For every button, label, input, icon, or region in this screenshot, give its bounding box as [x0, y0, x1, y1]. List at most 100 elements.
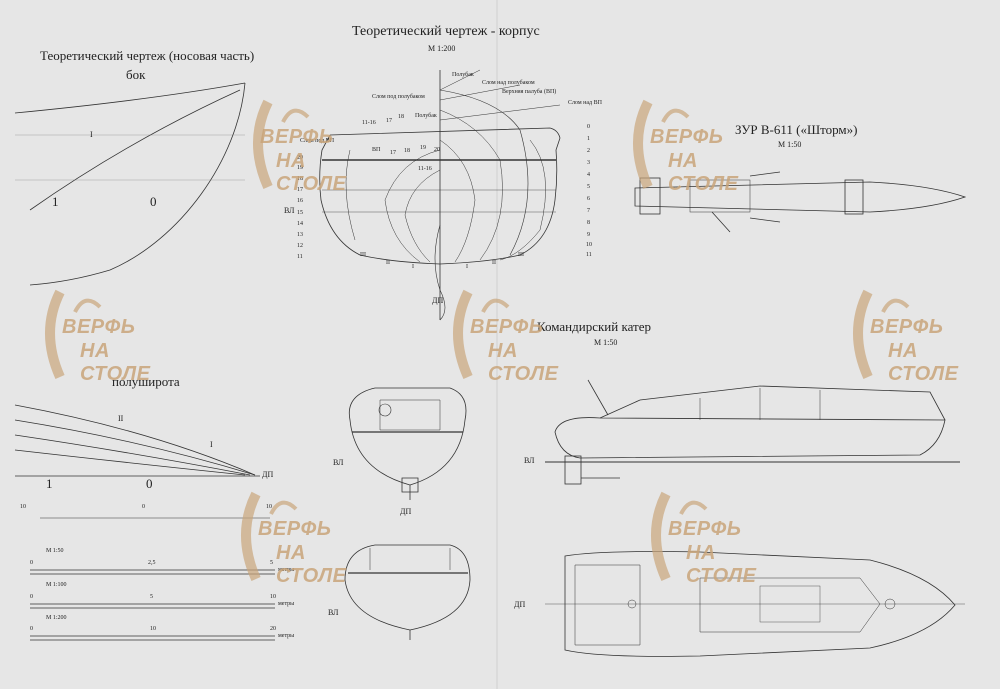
- bow-plan-title: Теоретический чертеж (носовая часть): [40, 48, 255, 63]
- section-vl-lower: ВЛ: [328, 608, 339, 617]
- bow-line-zero: 0: [150, 194, 157, 209]
- station-number: 8: [587, 220, 590, 226]
- scale-tick: 5: [270, 560, 273, 566]
- station-number: 5: [587, 184, 590, 190]
- station-number: 6: [587, 196, 590, 202]
- boat-section-upper: [348, 387, 467, 500]
- scale-label: М 1:100: [46, 582, 67, 588]
- label-polubak-inner: Полубак: [415, 113, 437, 119]
- label-slom-nad-vp: Слом над ВП: [568, 100, 602, 106]
- label-slom-pod-polubakom: Слом под полубаком: [372, 94, 425, 100]
- scale-label: М 1:50: [46, 548, 64, 554]
- body-plan-title: Теоретический чертеж - корпус: [352, 24, 540, 39]
- boat-side-view: [545, 379, 960, 485]
- half-breadth-label: полуширота: [112, 374, 180, 389]
- watermark-logo-icon: [253, 99, 310, 190]
- boat-section-lower: [344, 544, 471, 640]
- station-number: 11: [586, 252, 592, 258]
- scale-top-tick: 0: [142, 504, 145, 510]
- watermark-logo-icon: [853, 289, 910, 380]
- station-number: 12: [297, 243, 303, 249]
- station-number: 3: [587, 160, 590, 166]
- watermark: ВЕРФЬ НА СТОЛЕ: [236, 484, 346, 589]
- watermark-line2: НА СТОЛЕ: [80, 340, 151, 385]
- scale-unit: метры: [278, 567, 295, 573]
- scale-top-tick: 10: [266, 504, 272, 510]
- watermark-line1: ВЕРФЬ: [260, 126, 334, 148]
- watermark: ВЕРФЬ НА СТОЛЕ: [248, 92, 346, 197]
- label-dp-body: ДП: [432, 296, 444, 305]
- hb-zero: 0: [146, 476, 153, 491]
- station-number: 11-16: [418, 166, 432, 172]
- station-number: 17: [386, 118, 392, 124]
- scale-label: М 1:200: [46, 615, 67, 621]
- watermark-line1: ВЕРФЬ: [668, 518, 742, 540]
- watermark-line1: ВЕРФЬ: [870, 316, 944, 338]
- station-number: 7: [587, 208, 590, 214]
- boat-top-view: [545, 551, 965, 657]
- scale-tick: 2,5: [148, 560, 156, 566]
- buttock-label: II: [386, 260, 390, 266]
- scale-tick: 0: [30, 594, 33, 600]
- scale-tick: 10: [150, 626, 156, 632]
- hb-line-i: I: [210, 440, 213, 449]
- station-number: 18: [297, 176, 303, 182]
- boat-title: Командирский катер: [537, 319, 651, 334]
- watermark-line1: ВЕРФЬ: [258, 518, 332, 540]
- hb-dp: ДП: [262, 470, 274, 479]
- boat-vl: ВЛ: [524, 456, 535, 465]
- section-dp-upper: ДП: [400, 507, 412, 516]
- missile-scale: М 1:50: [778, 140, 802, 149]
- body-plan-scale: М 1:200: [428, 44, 456, 53]
- station-number: 9: [587, 232, 590, 238]
- station-number: 20: [434, 147, 440, 153]
- station-number: 11-16: [362, 120, 376, 126]
- station-number: 4: [587, 172, 590, 178]
- station-number: 17: [297, 187, 303, 193]
- label-slom-nad-polubakom: Слом над полубаком: [482, 80, 535, 86]
- scale-top-tick: 10: [20, 504, 26, 510]
- station-number: 13: [297, 232, 303, 238]
- watermark-logo-icon: [651, 491, 708, 582]
- watermark-line2: НА СТОЛЕ: [276, 150, 347, 195]
- watermark: ВЕРФЬ НА СТОЛЕ: [848, 282, 958, 387]
- station-number: 18: [404, 148, 410, 154]
- missile-title: ЗУР В-611 («Шторм»): [735, 122, 858, 137]
- missile-drawing: [634, 171, 967, 233]
- station-number: 0: [587, 124, 590, 130]
- label-polubak: Полубак: [452, 72, 474, 78]
- watermark-line2: НА СТОЛЕ: [488, 340, 559, 385]
- side-view-label: бок: [126, 67, 146, 82]
- bow-line-i: I: [90, 130, 93, 139]
- boat-dp: ДП: [514, 600, 526, 609]
- station-number: 20: [297, 155, 303, 161]
- station-number: 11: [297, 254, 303, 260]
- scale-tick: 0: [30, 560, 33, 566]
- watermark-logo-icon: [453, 289, 510, 380]
- watermark-line1: ВЕРФЬ: [650, 126, 724, 148]
- watermark: ВЕРФЬ НА СТОЛЕ: [448, 282, 558, 387]
- station-number: 15: [297, 210, 303, 216]
- watermark-line2: НА СТОЛЕ: [276, 542, 347, 587]
- station-number: 2: [587, 148, 590, 154]
- hb-line-ii: II: [118, 414, 124, 423]
- scale-unit: метры: [278, 633, 295, 639]
- boat-scale: М 1:50: [594, 338, 618, 347]
- scale-tick: 0: [30, 626, 33, 632]
- scale-tick: 10: [270, 594, 276, 600]
- station-number: 17: [390, 150, 396, 156]
- watermark-line2: НА СТОЛЕ: [668, 150, 739, 195]
- station-number: 10: [586, 242, 592, 248]
- watermark-line2: НА СТОЛЕ: [888, 340, 959, 385]
- bow-side-view: [14, 82, 246, 286]
- label-vl-body: ВЛ: [284, 206, 295, 215]
- label-vp: ВП: [372, 147, 381, 153]
- watermark: ВЕРФЬ НА СТОЛЕ: [646, 484, 756, 589]
- half-breadth-plan: [14, 404, 260, 477]
- bow-line-one: 1: [52, 194, 59, 209]
- station-number: 19: [420, 145, 426, 151]
- watermark-logo-icon: [45, 289, 102, 380]
- scale-bars: [30, 517, 275, 641]
